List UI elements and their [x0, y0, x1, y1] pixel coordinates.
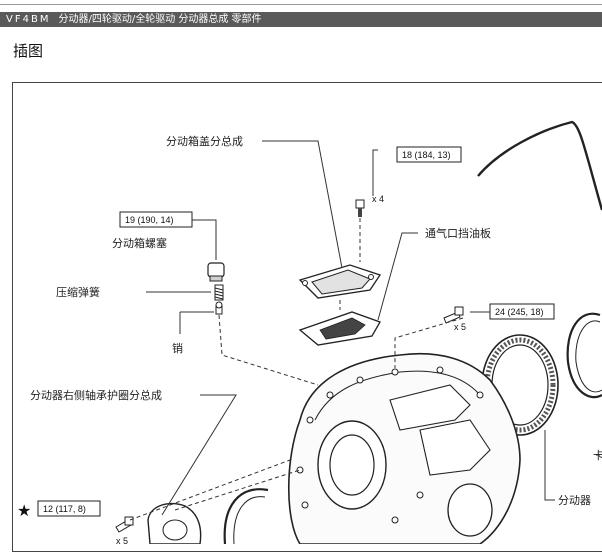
spec-box-12	[37, 500, 101, 517]
header-bar: VF4BM 分动器/四轮驱动/全轮驱动 分动器总成 零部件	[0, 12, 602, 27]
spec-box-19	[119, 211, 193, 228]
leader-lines	[146, 140, 600, 516]
label-pin: 销	[172, 341, 183, 355]
bolt-18-shape	[355, 199, 365, 217]
label-cover-sub-assembly: 分动箱盖分总成	[166, 134, 243, 148]
breather-plug-shape	[207, 262, 225, 282]
top-divider	[0, 4, 602, 5]
qty-x4: x 4	[372, 194, 384, 204]
spec-19: 19 (190, 14)	[125, 215, 174, 225]
spec-24: 24 (245, 18)	[495, 307, 544, 317]
label-breather-plug: 分动箱螺塞	[112, 236, 167, 250]
spring-shape	[214, 284, 224, 301]
assembly-dash-lines	[129, 218, 464, 521]
model-code: VF4BM	[6, 14, 51, 25]
bolt-24-shape	[443, 306, 464, 324]
snap-ring-right	[566, 312, 602, 399]
spec-box-18	[396, 146, 462, 163]
qty-x5-lower: x 5	[116, 536, 128, 544]
label-clip-cut: 卡	[593, 449, 602, 462]
label-assembly-cut: 分动器	[558, 494, 591, 507]
transfer-housing-shape	[287, 352, 521, 544]
label-vent-baffle: 通气口挡油板	[425, 226, 491, 240]
qty-x5-upper: x 5	[454, 322, 466, 332]
cover-sub-assembly-shape	[298, 264, 382, 299]
bolt-12-shape	[115, 516, 134, 533]
spec-box-24	[489, 303, 555, 320]
right-bearing-retainer-shape	[147, 502, 202, 544]
snap-ring-bottom-inner	[233, 496, 266, 544]
snap-ring-bottom	[223, 488, 269, 544]
breadcrumb-path: 分动器/四轮驱动/全轮驱动 分动器总成 零部件	[58, 14, 262, 25]
spec-18: 18 (184, 13)	[402, 150, 451, 160]
pin-shape	[215, 301, 223, 315]
breadcrumb: VF4BM 分动器/四轮驱动/全轮驱动 分动器总成 零部件	[6, 12, 262, 27]
snap-ring-right-inner	[575, 320, 602, 393]
label-compression-spring: 压缩弹簧	[56, 285, 100, 299]
section-title: 插图	[13, 42, 44, 60]
star-icon: ★	[17, 501, 31, 520]
spec-12: 12 (117, 8)	[43, 504, 86, 514]
label-right-bearing-retainer: 分动器右侧轴承护圈分总成	[30, 388, 162, 402]
wire-curve	[477, 120, 602, 211]
vent-baffle-shape	[298, 311, 381, 346]
